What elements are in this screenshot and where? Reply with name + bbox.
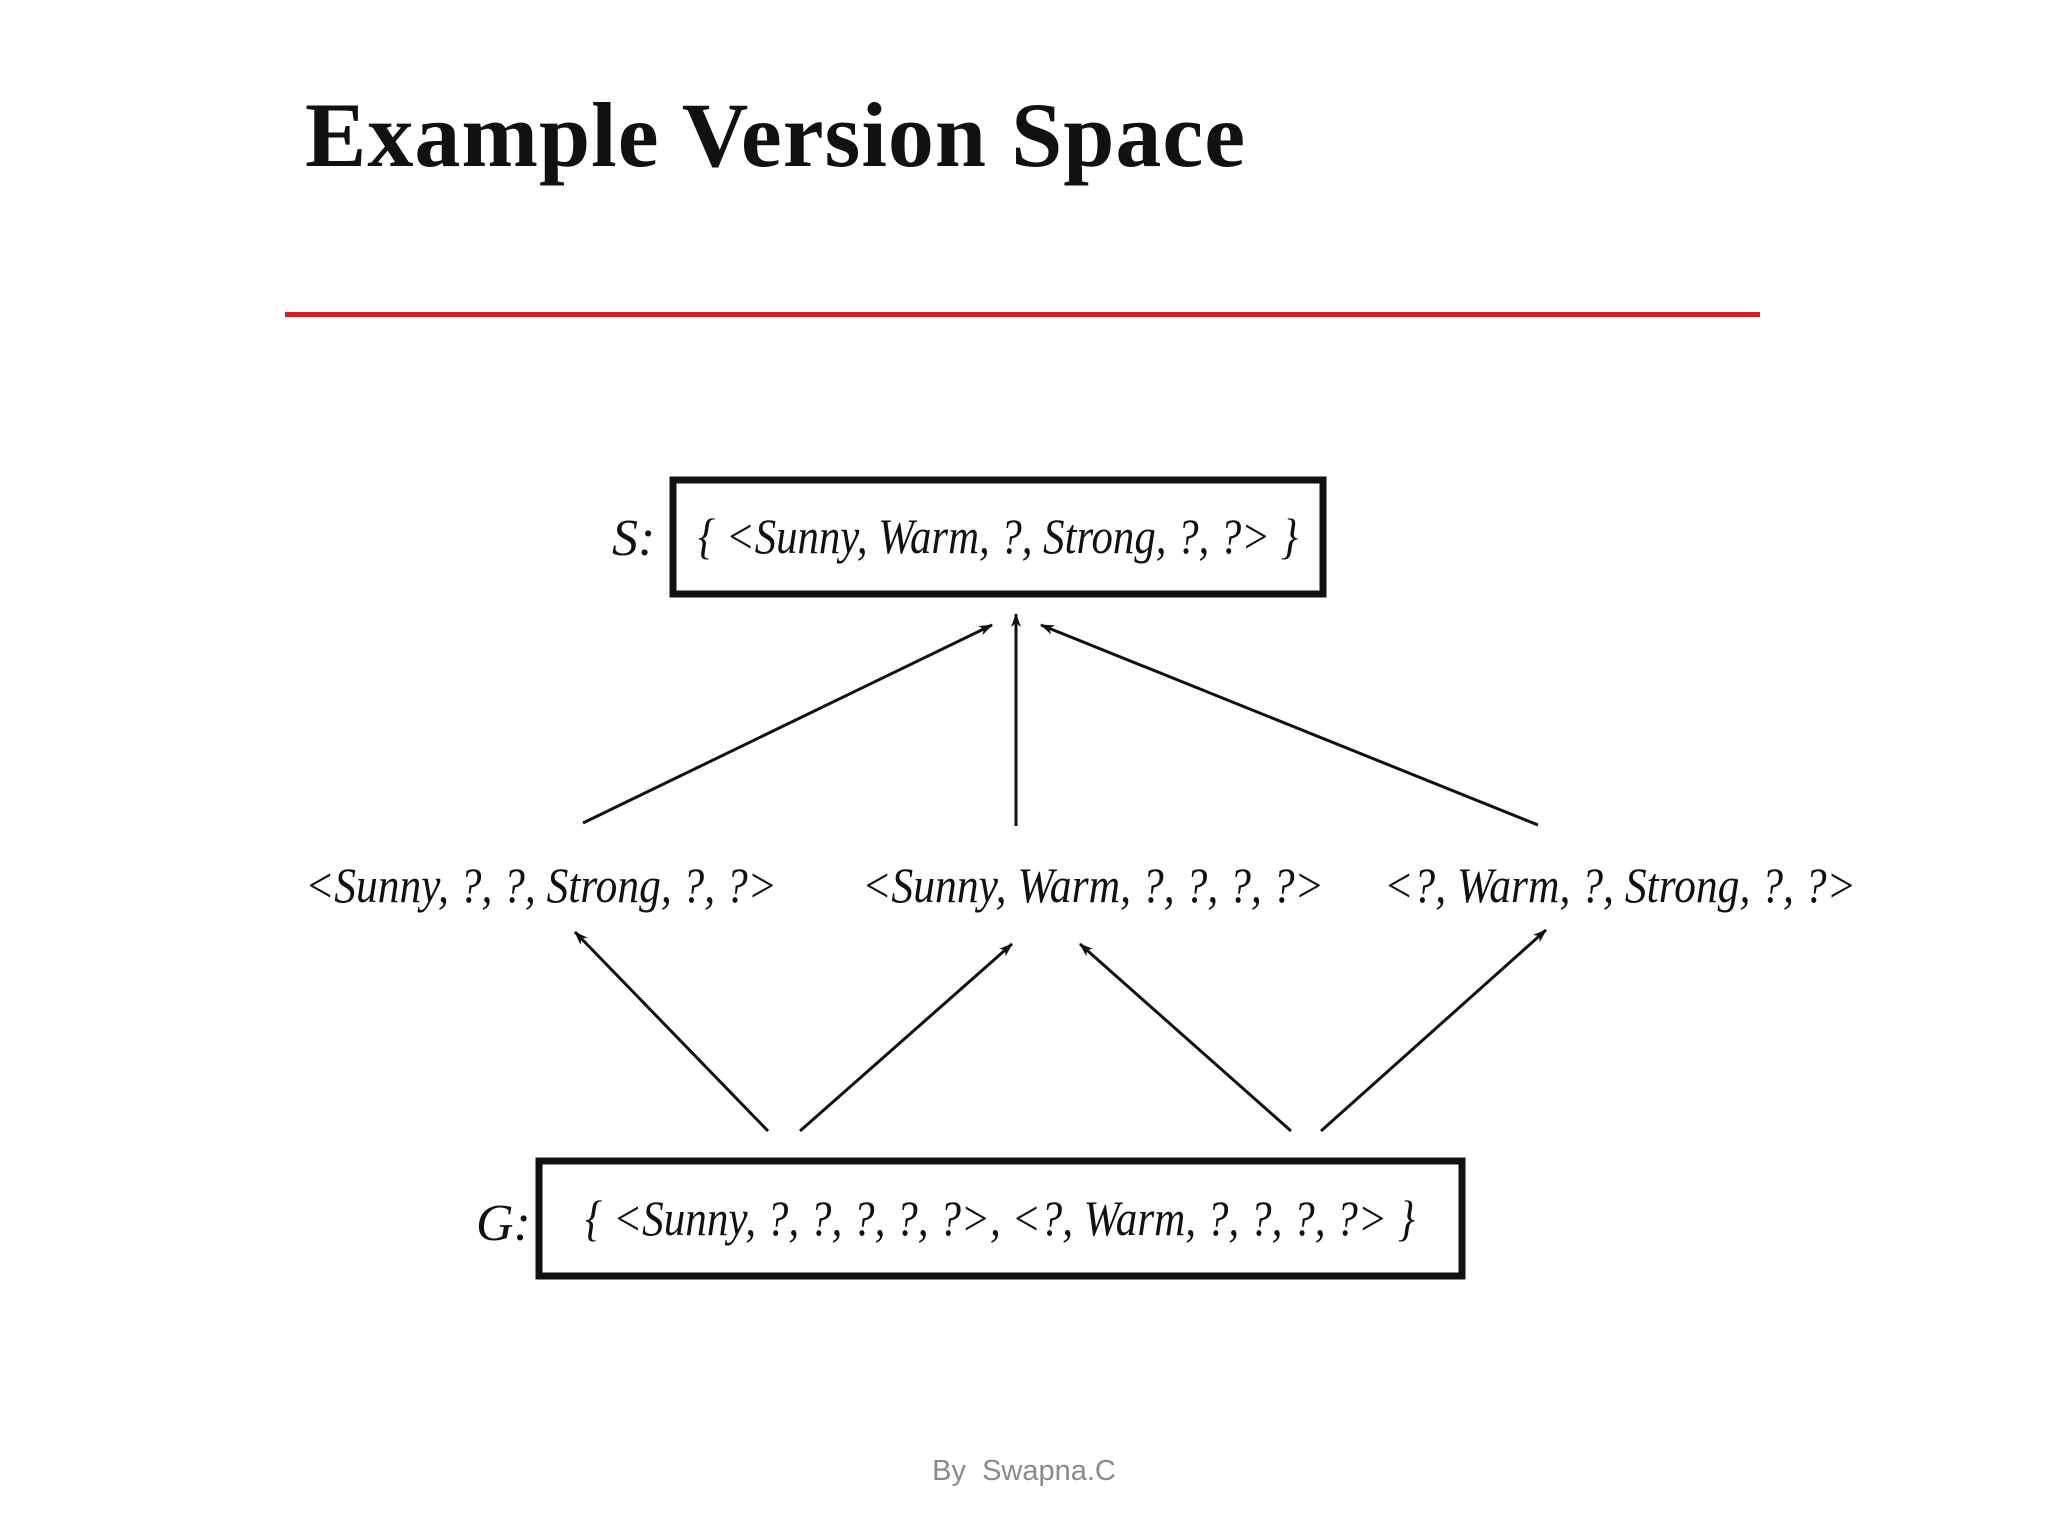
title-divider [285, 312, 1760, 317]
hypothesis-2: <Sunny, Warm, ?, ?, ?, ?> [862, 857, 1324, 913]
hypothesis-1: <Sunny, ?, ?, Strong, ?, ?> [305, 857, 777, 913]
s-boundary-value: { <Sunny, Warm, ?, Strong, ?, ?> } [698, 508, 1298, 564]
arrow-h3-to-s [1040, 623, 1539, 827]
arrow-h1-to-s [582, 623, 993, 825]
arrow-g2-to-h2 [1079, 942, 1292, 1133]
hypothesis-3: <?, Warm, ?, Strong, ?, ?> [1384, 857, 1856, 913]
arrow-g1-to-h1 [573, 930, 770, 1133]
g-boundary-value: { <Sunny, ?, ?, ?, ?, ?>, <?, Warm, ?, ?… [585, 1190, 1415, 1246]
s-boundary-label: S: [612, 510, 655, 567]
arrow-g1-to-h2 [799, 942, 1013, 1133]
arrow-g2-to-h3 [1320, 928, 1547, 1133]
s-boundary-box [669, 476, 1327, 598]
g-boundary-label: G: [476, 1195, 531, 1252]
g-boundary-box [535, 1157, 1466, 1280]
slide-title: Example Version Space [305, 84, 1247, 186]
slide-footer: By Swapna.C [932, 1455, 1116, 1487]
